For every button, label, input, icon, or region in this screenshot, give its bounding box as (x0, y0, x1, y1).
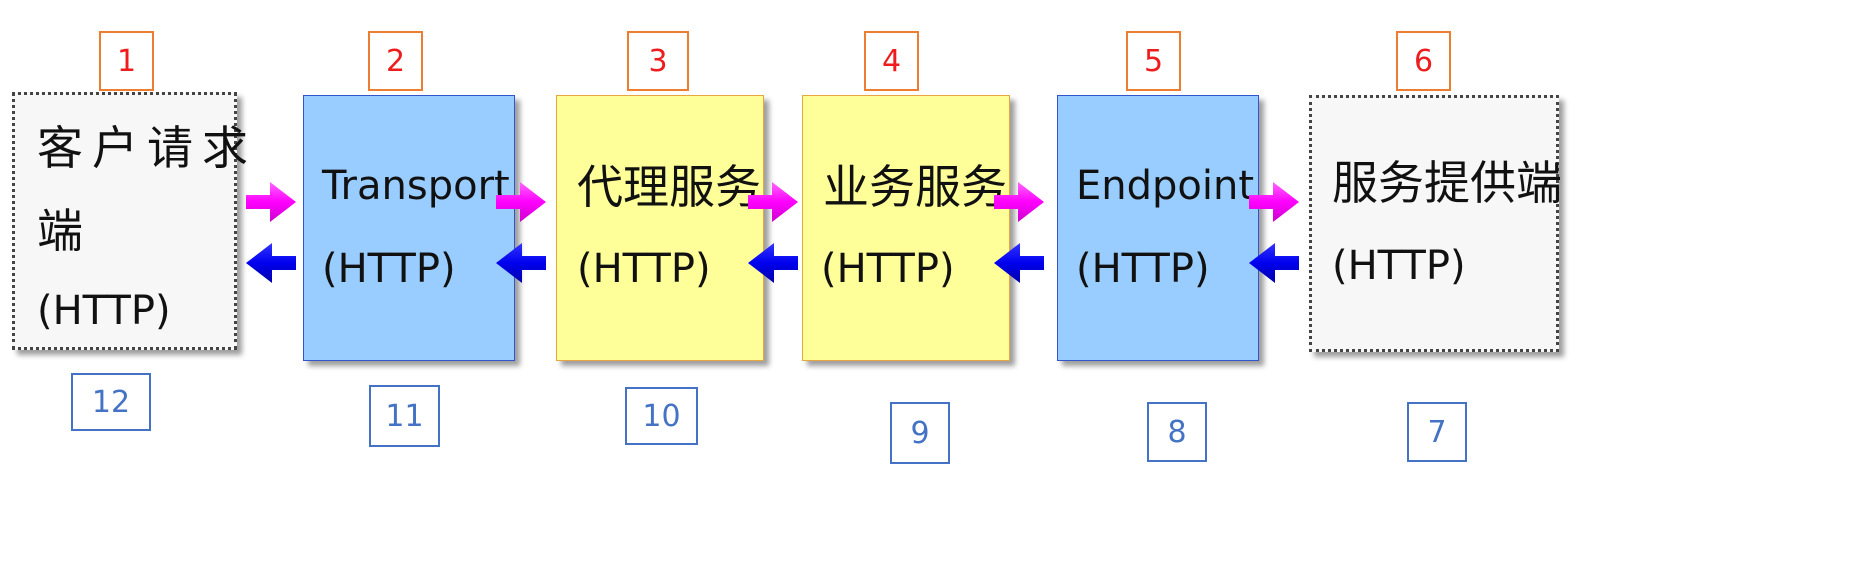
step-number-5: 5 (1126, 31, 1181, 91)
proxy-service-label-line1: 代理服务 (577, 160, 761, 214)
step-number-11: 11 (369, 385, 440, 447)
transport-label-line1: Transport (322, 163, 510, 209)
service-provider-label-line2: (HTTP) (1332, 243, 1466, 289)
step-number-7: 7 (1407, 402, 1467, 462)
step-number-4: 4 (864, 31, 919, 91)
client-box: 客户请求 端 (HTTP) (12, 92, 248, 350)
business-service-label-line2: (HTTP) (821, 246, 955, 292)
client-label-line1: 客户请求 (37, 121, 257, 175)
proxy-service-box: 代理服务 (HTTP) (556, 95, 764, 361)
step-number-8: 8 (1147, 402, 1207, 462)
service-provider-box: 服务提供端 (HTTP) (1309, 95, 1562, 352)
step-number-1: 1 (99, 31, 154, 91)
endpoint-box: Endpoint (HTTP) (1057, 95, 1259, 361)
step-number-3: 3 (627, 31, 689, 91)
endpoint-label-line1: Endpoint (1076, 163, 1255, 209)
business-service-box: 业务服务 (HTTP) (802, 95, 1010, 361)
forward-arrow-1 (246, 182, 296, 222)
business-service-label-line1: 业务服务 (823, 160, 1007, 214)
step-number-10: 10 (625, 387, 698, 445)
step-number-12: 12 (71, 373, 151, 431)
client-label-line2: 端 (37, 204, 83, 258)
transport-label-line2: (HTTP) (322, 246, 456, 292)
step-number-9: 9 (890, 402, 950, 464)
step-number-6: 6 (1396, 31, 1451, 91)
transport-box: Transport (HTTP) (303, 95, 515, 361)
service-provider-label-line1: 服务提供端 (1332, 156, 1562, 210)
step-number-2: 2 (368, 31, 423, 91)
client-label-line3: (HTTP) (37, 288, 171, 334)
backward-arrow-1 (246, 243, 296, 283)
endpoint-label-line2: (HTTP) (1076, 246, 1210, 292)
proxy-service-label-line2: (HTTP) (577, 246, 711, 292)
